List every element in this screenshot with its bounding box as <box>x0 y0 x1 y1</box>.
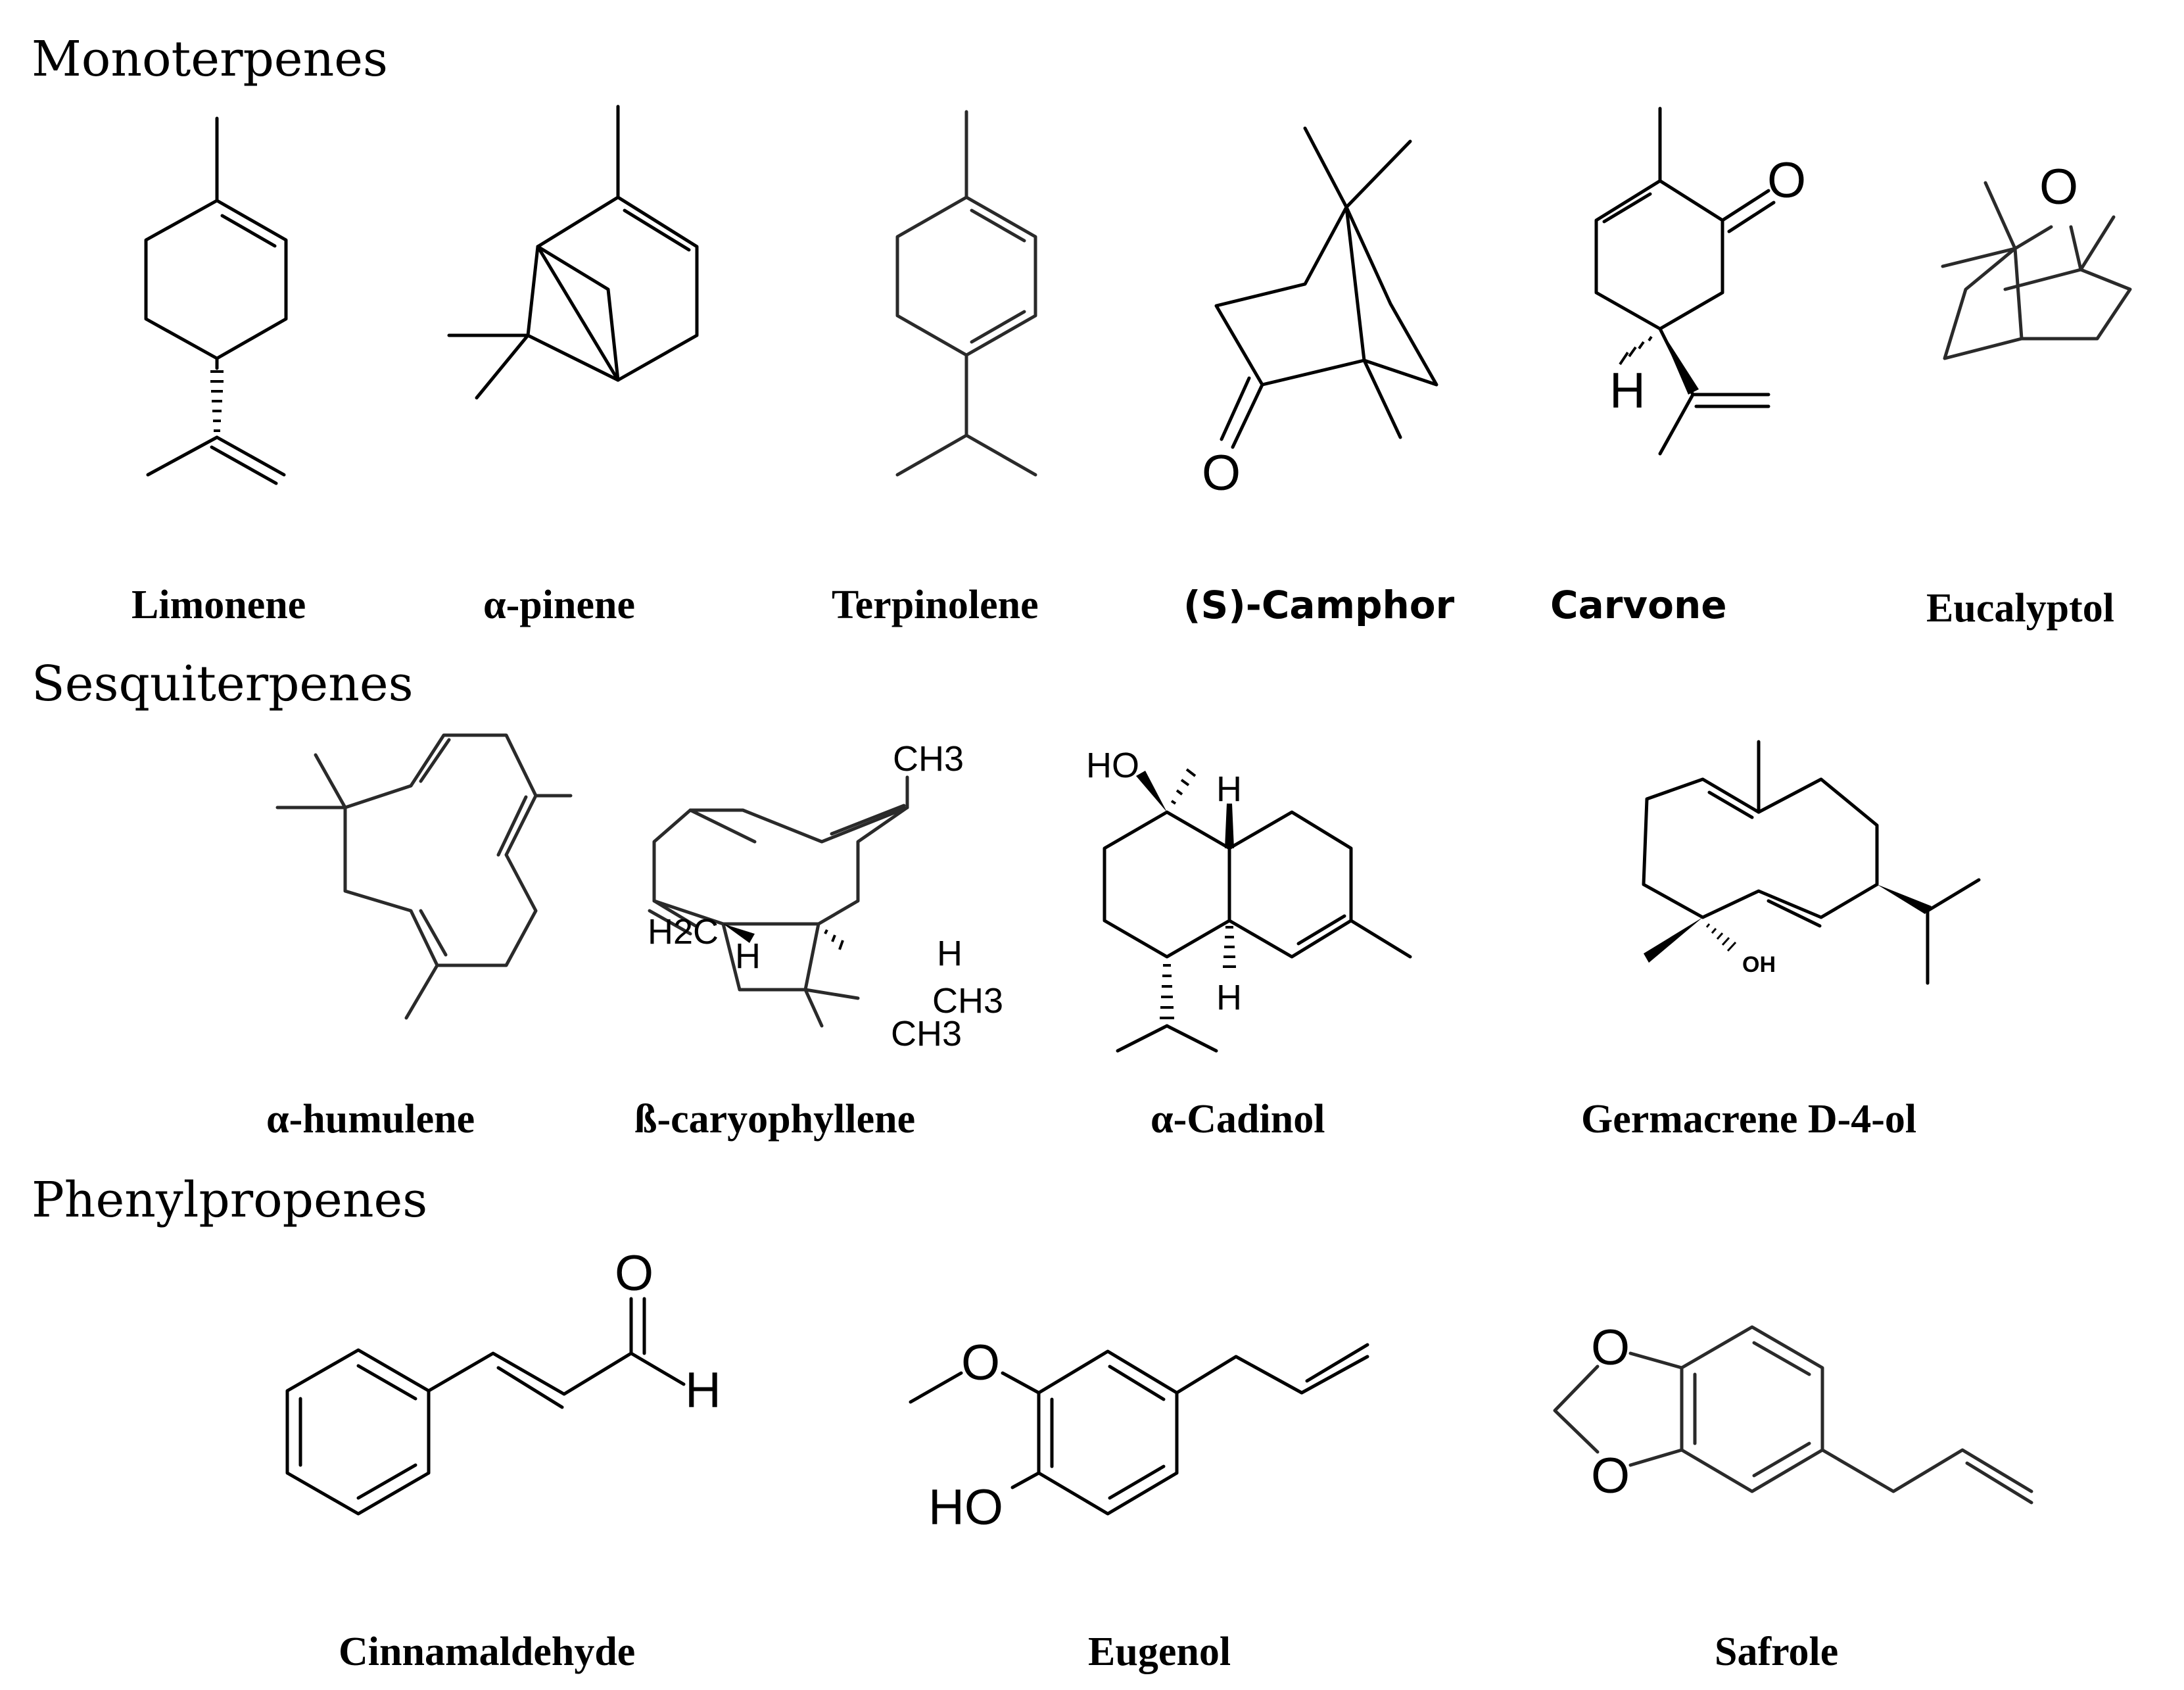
limonene-structure <box>144 116 288 485</box>
caryophyllene-ch3-b: CH3 <box>891 1014 962 1053</box>
beta-caryophyllene-label: ß-caryophyllene <box>634 1097 915 1142</box>
eugenol-structure <box>909 1343 1369 1516</box>
eucalyptol-structure <box>1941 181 2132 360</box>
terpinolene-label: Terpinolene <box>832 583 1039 627</box>
eucalyptol-oxygen: O <box>2039 159 2078 215</box>
alpha-humulene-structure <box>275 733 573 1020</box>
eugenol-label: Eugenol <box>1088 1630 1231 1674</box>
alpha-cadinol-structure <box>1103 768 1412 1053</box>
germacrene-d-4-ol-label: Germacrene D-4-ol <box>1581 1097 1916 1142</box>
camphor-structure <box>1214 126 1438 449</box>
alpha-humulene-label: α-humulene <box>266 1097 475 1142</box>
terpinolene-structure <box>895 110 1037 477</box>
caryophyllene-h2c: H2C <box>648 912 719 952</box>
section-title-monoterpenes: Monoterpenes <box>32 31 388 87</box>
limonene-label: Limonene <box>131 583 306 627</box>
carvone-hydrogen: H <box>1609 363 1646 419</box>
section-title-phenylpropenes: Phenylpropenes <box>32 1172 427 1228</box>
germacrene-d-4-ol-structure <box>1642 740 1981 985</box>
eucalyptol-label: Eucalyptol <box>1926 586 2114 631</box>
safrole-oxygen-top: O <box>1591 1320 1630 1376</box>
cadinol-h-bottom: H <box>1216 978 1242 1017</box>
cinnamaldehyde-label: Cinnamaldehyde <box>339 1630 635 1674</box>
carvone-structure <box>1594 107 1776 456</box>
eugenol-hydroxyl: HO <box>928 1480 1003 1535</box>
caryophyllene-h-right: H <box>937 934 962 973</box>
caryophyllene-ch3-a: CH3 <box>932 981 1003 1021</box>
safrole-label: Safrole <box>1715 1630 1838 1674</box>
beta-caryophyllene-structure <box>648 775 909 1028</box>
cinnamaldehyde-oxygen: O <box>615 1245 653 1301</box>
carvone-label: Carvone <box>1550 583 1727 627</box>
cadinol-h-top: H <box>1216 769 1242 809</box>
caryophyllene-h-left: H <box>735 936 761 976</box>
alpha-pinene-structure <box>447 105 699 400</box>
section-title-sesquiterpenes: Sesquiterpenes <box>32 656 414 712</box>
camphor-oxygen: O <box>1202 445 1241 501</box>
safrole-oxygen-bottom: O <box>1591 1448 1630 1504</box>
safrole-structure <box>1553 1325 2033 1505</box>
alpha-cadinol-label: α-Cadinol <box>1151 1097 1325 1142</box>
germacrene-hydroxyl: OH <box>1742 952 1776 977</box>
carvone-oxygen: O <box>1767 153 1806 208</box>
alpha-pinene-label: α-pinene <box>483 583 635 627</box>
eugenol-ether-oxygen: O <box>961 1335 1000 1391</box>
caryophyllene-ch3-top: CH3 <box>893 739 964 779</box>
cadinol-hydroxyl: HO <box>1086 746 1139 785</box>
camphor-label: (S)-Camphor <box>1183 583 1455 627</box>
cinnamaldehyde-structure <box>285 1297 686 1516</box>
cinnamaldehyde-hydrogen: H <box>685 1363 721 1418</box>
